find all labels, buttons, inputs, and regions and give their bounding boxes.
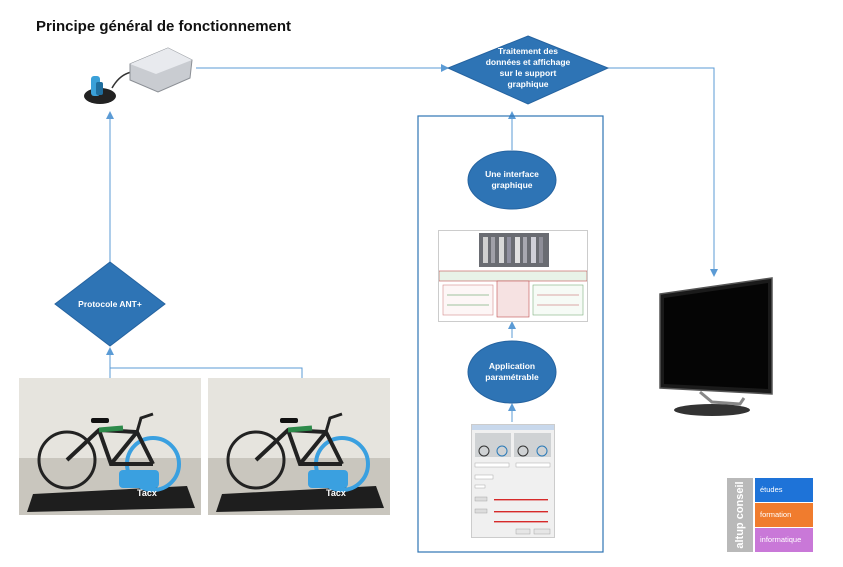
interface-ellipse <box>467 150 557 210</box>
bike-trainer-photo-1: Tacx <box>19 378 201 515</box>
app-settings-screenshot <box>471 424 555 538</box>
bike-trainer-photo-2: Tacx <box>208 378 390 515</box>
interface-label: Une interface graphique <box>485 169 539 190</box>
protocole-diamond <box>54 261 166 347</box>
logo-tag-etudes: études <box>755 478 813 502</box>
application-ellipse <box>467 340 557 404</box>
logo-tag-informatique: informatique <box>755 528 813 552</box>
software-group-frame <box>417 115 604 553</box>
application-label: Application paramétrable <box>485 361 539 382</box>
traitement-label: Traitement des données et affichage sur … <box>485 46 571 89</box>
dashboard-screenshot <box>438 230 588 322</box>
page-title: Principe général de fonctionnement <box>36 18 292 35</box>
altup-conseil-logo: altup conseil études formation informati… <box>727 478 813 552</box>
logo-brand-text: altup conseil <box>734 481 746 549</box>
ant-receiver-icon <box>84 47 193 104</box>
connector-traitement-to-tv <box>608 67 718 277</box>
connector-bikes-to-protocole <box>109 367 303 378</box>
trainer-brand-label-1: Tacx <box>137 488 157 498</box>
trainer-brand-label-2: Tacx <box>326 488 346 498</box>
logo-brand-bar: altup conseil <box>727 478 753 552</box>
protocole-label: Protocole ANT+ <box>78 298 142 309</box>
tv-icon <box>659 277 773 416</box>
logo-tag-formation: formation <box>755 503 813 527</box>
traitement-diamond <box>446 35 610 105</box>
